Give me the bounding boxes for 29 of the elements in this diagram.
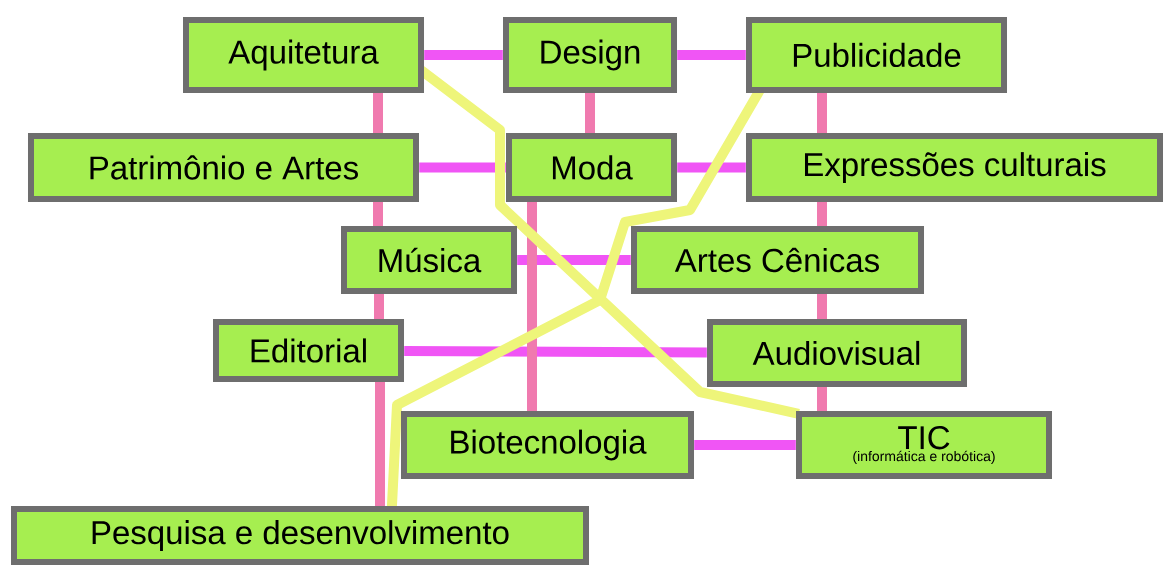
connector-line — [419, 162, 506, 173]
connector-line — [373, 93, 383, 133]
connector-line — [817, 93, 827, 133]
field-box: Música — [341, 226, 517, 294]
field-box: Editorial — [213, 319, 404, 382]
connector-line — [585, 93, 595, 133]
connector-line — [373, 202, 383, 226]
field-box: Biotecnologia — [401, 411, 694, 479]
connector-line — [517, 255, 631, 265]
field-box: Audiovisual — [707, 319, 967, 387]
connector-line — [375, 382, 385, 506]
connector-line — [817, 294, 827, 319]
field-box: Moda — [506, 133, 677, 202]
field-box: Expressões culturais — [746, 133, 1163, 202]
field-box: Design — [503, 17, 677, 93]
field-box: Patrimônio e Artes — [28, 133, 419, 202]
field-box: Aquitetura — [183, 17, 424, 93]
field-box: Pesquisa e desenvolvimento — [11, 506, 589, 565]
connector-line — [527, 202, 537, 411]
field-box: TIC (informática e robótica) — [796, 411, 1052, 479]
connector-line — [404, 345, 707, 358]
connector-line — [677, 50, 746, 60]
connector-line — [817, 387, 827, 411]
connector-line — [424, 50, 503, 60]
connector-line — [694, 440, 796, 450]
connector-line — [374, 294, 384, 319]
field-box: Artes Cênicas — [631, 226, 924, 294]
connector-line — [817, 202, 827, 226]
field-box: Publicidade — [746, 17, 1007, 93]
